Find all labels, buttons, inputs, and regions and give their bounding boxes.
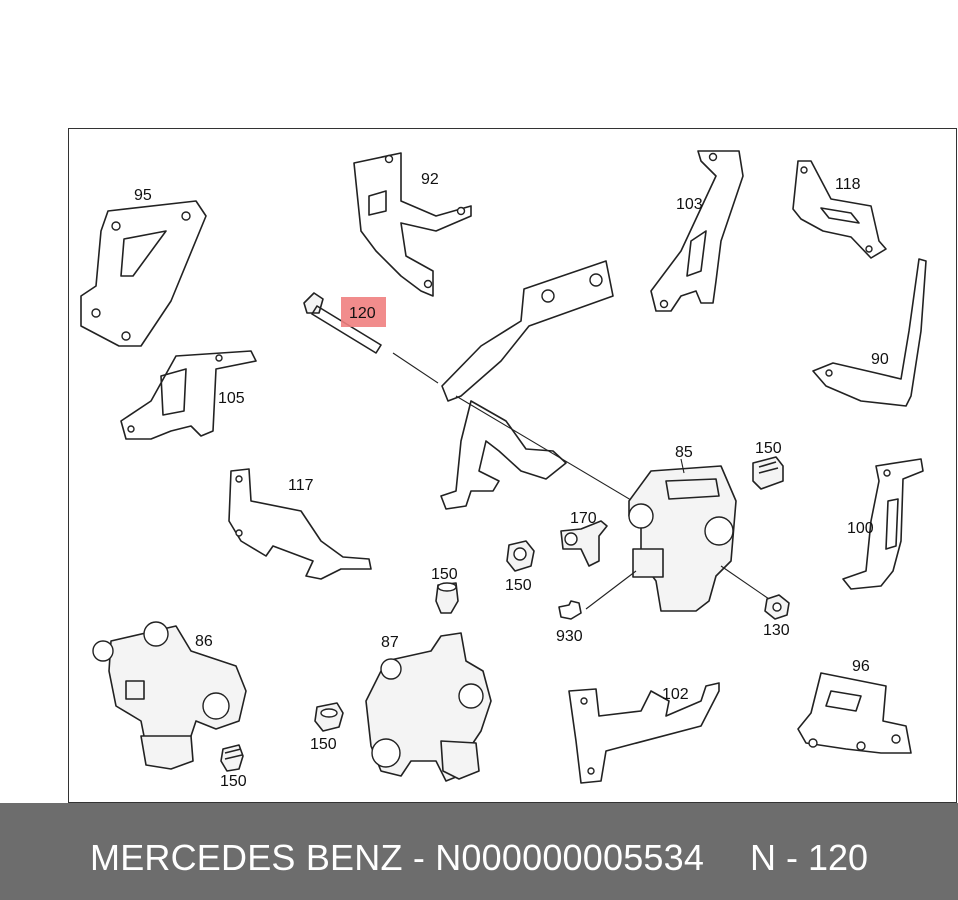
part-150-fitting-middle [506, 540, 535, 572]
part-170-elbow-fitting [560, 520, 608, 567]
part-86-valve-assembly [92, 621, 247, 770]
footer-brand-part-number: MERCEDES BENZ - N000000005534 [90, 837, 705, 878]
callout-85: 85 [675, 444, 693, 461]
part-95-bracket [80, 200, 207, 347]
callout-120: 120 [349, 305, 376, 322]
parts-diagram: 95 92 103 118 [80, 150, 927, 790]
callout-92: 92 [421, 171, 439, 188]
callout-95: 95 [134, 187, 152, 204]
callout-150-top: 150 [755, 440, 782, 457]
footer-part-reference: N - 120 [750, 837, 869, 878]
callout-118: 118 [835, 176, 861, 193]
callout-102: 102 [662, 686, 689, 703]
callout-120-highlight [341, 297, 386, 327]
part-130-nut [764, 594, 790, 620]
parts-diagram-frame: 95 92 103 118 [68, 128, 957, 803]
part-105-bracket [120, 350, 257, 440]
part-103-bracket [650, 150, 744, 312]
callout-105: 105 [218, 390, 245, 407]
callout-117: 117 [288, 477, 314, 494]
callout-130: 130 [763, 622, 790, 639]
part-85-valve-block [585, 458, 770, 612]
footer-bar: MERCEDES BENZ - N000000005534 N - 120 [0, 803, 958, 900]
part-90-bracket [812, 258, 927, 407]
callout-150-center: 150 [431, 566, 458, 583]
part-930-connector [558, 600, 582, 620]
callout-930: 930 [556, 628, 583, 645]
callout-100: 100 [847, 520, 874, 537]
part-92-bracket [353, 152, 472, 297]
part-120-bolt [303, 292, 439, 384]
callout-150-near-87: 150 [310, 736, 337, 753]
part-150-fitting-center [435, 582, 459, 614]
part-100-bracket [842, 458, 924, 590]
callout-103: 103 [676, 196, 703, 213]
callout-87: 87 [381, 634, 399, 651]
part-117-bracket [228, 468, 372, 580]
part-87-valve-block [365, 632, 492, 782]
callout-86: 86 [195, 633, 213, 650]
callout-150-bottom-left: 150 [220, 773, 247, 790]
part-150-fitting-top [752, 456, 784, 490]
part-96-bracket [797, 672, 912, 754]
part-150-fitting-bottom-left [220, 744, 244, 772]
callout-96: 96 [852, 658, 870, 675]
part-118-bracket [792, 160, 887, 259]
callout-90: 90 [871, 351, 889, 368]
callout-150-middle: 150 [505, 577, 532, 594]
callout-170: 170 [570, 510, 597, 527]
part-main-support-bracket [440, 260, 642, 510]
part-150-fitting-near-87 [314, 702, 344, 732]
part-102-bracket [568, 682, 720, 784]
